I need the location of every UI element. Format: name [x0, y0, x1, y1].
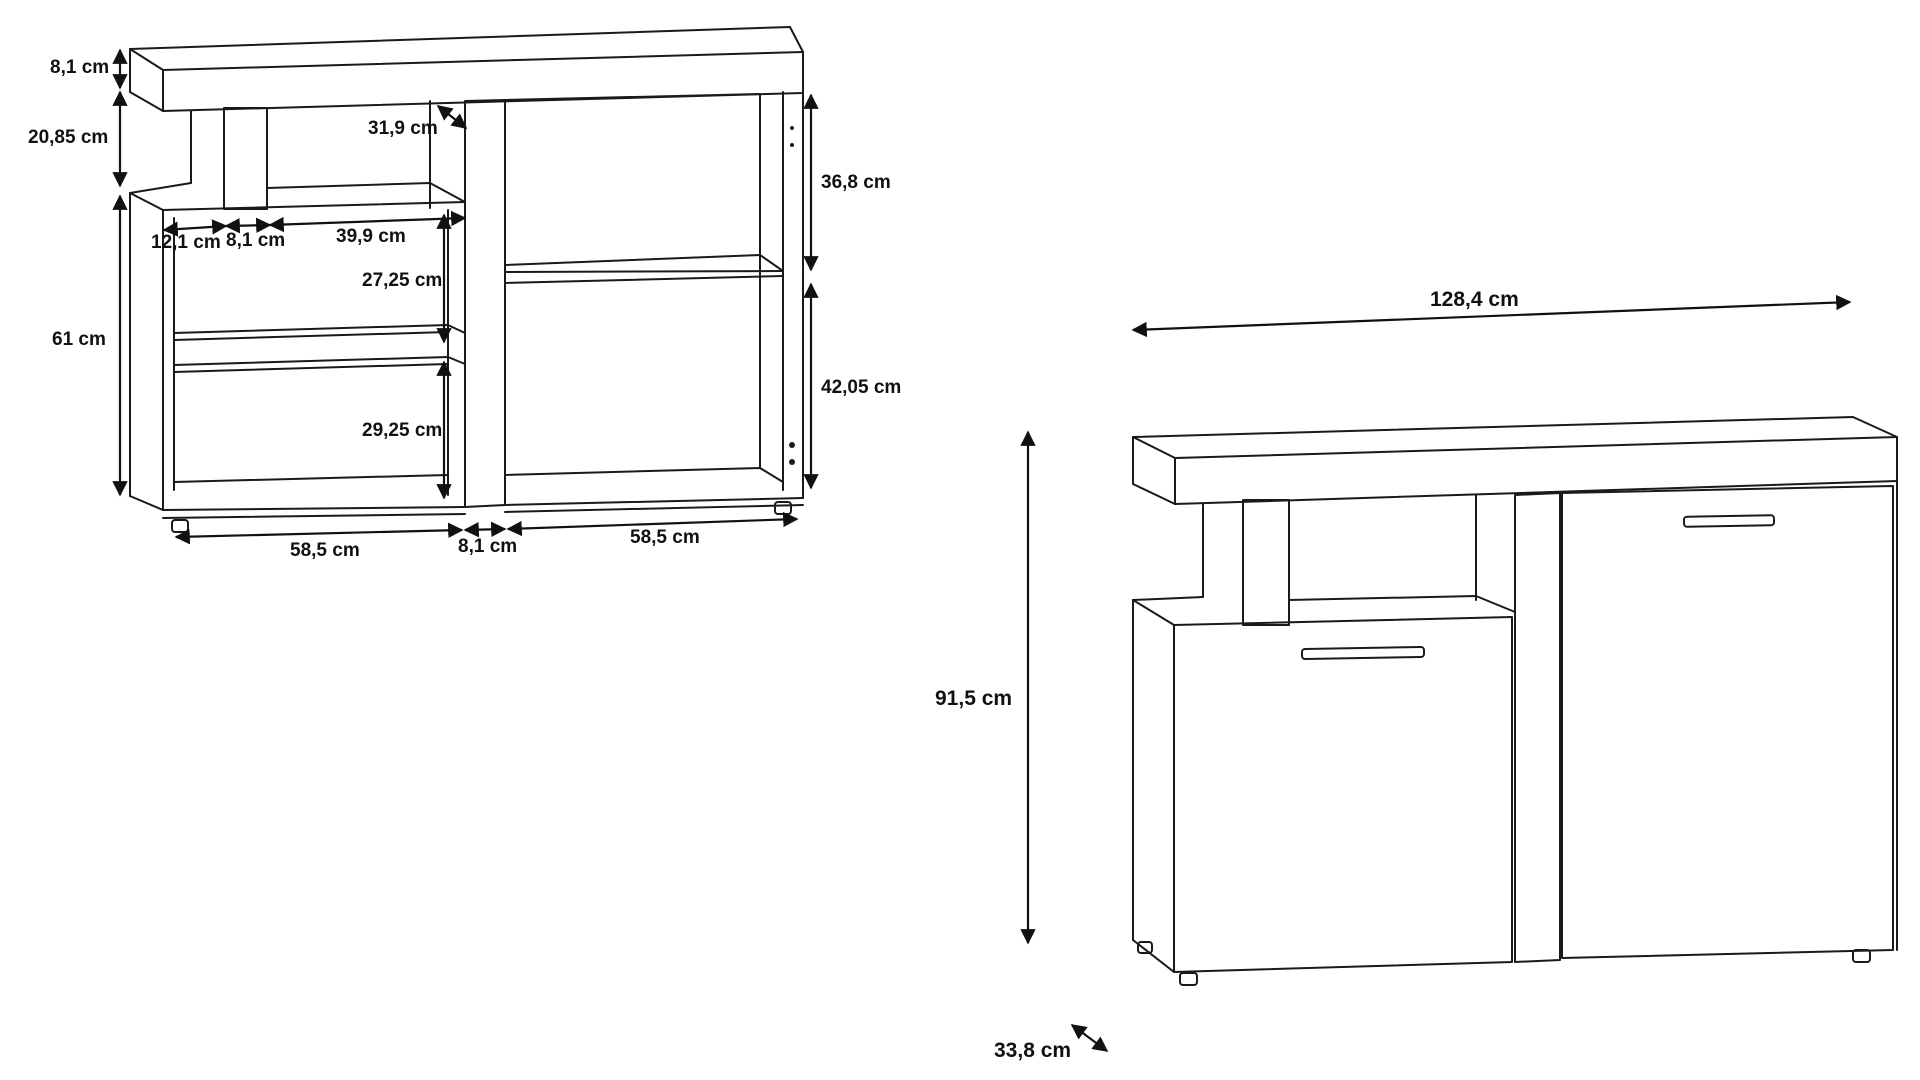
label-right-upper: 36,8 cm	[821, 172, 891, 193]
label-bottom-mid-width: 8,1 cm	[458, 536, 517, 557]
right-door	[1561, 485, 1894, 959]
left-door-handle	[1300, 645, 1426, 661]
label-total-width: 128,4 cm	[1430, 288, 1519, 311]
closed-upper-section	[1132, 494, 1516, 626]
label-total-height: 91,5 cm	[935, 687, 1012, 710]
open-view-dimension-lines	[112, 48, 819, 545]
closed-central-divider	[1514, 492, 1561, 963]
open-view-dimension-labels: 8,1 cm 20,85 cm 61 cm 31,9 cm 12,1 cm 8,…	[28, 57, 901, 561]
closed-view-dimension-lines	[1020, 294, 1852, 1052]
closed-view-dimension-labels: 128,4 cm 91,5 cm 33,8 cm	[935, 288, 1519, 1062]
closed-top-slab	[1132, 416, 1898, 505]
closed-feet	[1137, 941, 1871, 986]
closed-carcass	[1132, 480, 1898, 973]
central-divider	[464, 99, 506, 508]
left-door	[1173, 616, 1513, 973]
closed-doors	[1173, 485, 1894, 973]
label-left-shelf-2: 29,25 cm	[362, 420, 442, 441]
label-left-shelf-1: 27,25 cm	[362, 270, 442, 291]
label-right-lower: 42,05 cm	[821, 377, 901, 398]
label-bottom-left-width: 58,5 cm	[290, 540, 360, 561]
label-depth: 33,8 cm	[994, 1039, 1071, 1062]
closed-sideboard-view: 128,4 cm 91,5 cm 33,8 cm	[935, 288, 1898, 1062]
right-carcass	[504, 91, 804, 513]
label-depth-upper: 31,9 cm	[368, 118, 438, 139]
label-bottom-right-width: 58,5 cm	[630, 527, 700, 548]
label-top-thickness: 8,1 cm	[50, 57, 109, 78]
top-slab	[129, 26, 804, 112]
label-left-post: 8,1 cm	[226, 230, 285, 251]
label-left-block: 12,1 cm	[151, 232, 221, 253]
open-sideboard-view: 8,1 cm 20,85 cm 61 cm 31,9 cm 12,1 cm 8,…	[28, 26, 901, 561]
label-upper-gap: 20,85 cm	[28, 127, 108, 148]
label-upper-shelf-width: 39,9 cm	[336, 226, 406, 247]
label-lower-height: 61 cm	[52, 329, 106, 350]
right-door-handle	[1682, 514, 1776, 528]
